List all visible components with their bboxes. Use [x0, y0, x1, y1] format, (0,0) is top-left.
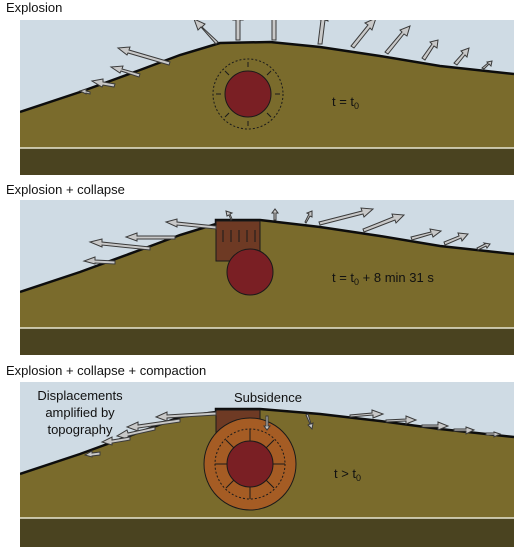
- arrow: [225, 210, 234, 221]
- displacement-arrows: [82, 207, 491, 265]
- arrow: [116, 46, 171, 66]
- topography-line: [20, 40, 514, 114]
- arrow: [124, 232, 176, 242]
- arrow: [410, 228, 443, 241]
- arrow: [125, 418, 181, 432]
- arrow: [100, 436, 131, 446]
- subsidence-arrow: [263, 415, 271, 431]
- radial-ticks: [216, 62, 280, 126]
- arrow: [421, 39, 439, 61]
- subsidence-label: Subsidence: [234, 390, 302, 405]
- arrow: [349, 409, 385, 419]
- displacements-line-1: Displacements: [37, 388, 123, 403]
- panel-3-diagram: Displacements amplified by topography Su…: [20, 382, 514, 547]
- arrow: [421, 421, 450, 431]
- deep-layer: [20, 518, 514, 547]
- arrow: [476, 242, 491, 251]
- arrow: [271, 208, 279, 221]
- radial-ticks: [215, 429, 285, 499]
- arrow: [318, 207, 375, 226]
- arrow: [317, 20, 329, 45]
- arrow: [384, 25, 411, 55]
- arrow: [481, 60, 493, 70]
- time-label-3: t > t0: [334, 466, 361, 483]
- arrow: [83, 450, 101, 458]
- magma-chamber: [226, 248, 274, 296]
- arrow: [82, 256, 116, 265]
- arrow: [109, 65, 141, 78]
- deep-layer: [20, 328, 514, 355]
- displacements-line-2: amplified by: [45, 405, 115, 420]
- displacement-arrows: [83, 409, 502, 458]
- arrow: [88, 238, 151, 251]
- panel-3: Displacements amplified by topography Su…: [20, 382, 514, 547]
- panel-2-diagram: t = t0 + 8 min 31 s: [20, 200, 514, 355]
- arrow: [453, 426, 476, 435]
- panel-2: t = t0 + 8 min 31 s: [20, 200, 514, 355]
- panel-1: t = t0: [20, 20, 514, 175]
- arrow: [362, 213, 406, 233]
- time-label-2: t = t0 + 8 min 31 s: [332, 270, 434, 287]
- arrow: [154, 411, 217, 422]
- topography-line: [20, 218, 514, 294]
- arrow: [453, 47, 470, 66]
- arrow: [304, 210, 313, 224]
- deep-layer: [20, 148, 514, 175]
- arrow: [443, 232, 470, 246]
- magma-chamber: [224, 70, 272, 118]
- arrow: [115, 426, 156, 440]
- pressure-zone: [212, 58, 284, 130]
- arrow: [385, 415, 418, 425]
- arrow: [232, 20, 244, 41]
- subsidence-arrow: [305, 413, 314, 431]
- arrow: [90, 78, 116, 88]
- panel-1-diagram: t = t0: [20, 20, 514, 175]
- arrow: [193, 20, 219, 45]
- arrow: [485, 431, 502, 438]
- arrow: [164, 218, 217, 230]
- arrow: [78, 88, 91, 95]
- arrow: [350, 20, 376, 49]
- collapse-arrows: [222, 230, 256, 242]
- time-label-1: t = t0: [332, 94, 359, 111]
- displacements-line-3: topography: [47, 422, 113, 437]
- displacement-arrows: [78, 20, 493, 95]
- panel-2-title: Explosion + collapse: [6, 182, 125, 197]
- panel-1-title: Explosion: [6, 0, 63, 15]
- arrow: [271, 20, 277, 41]
- panel-3-title: Explosion + collapse + compaction: [6, 363, 207, 378]
